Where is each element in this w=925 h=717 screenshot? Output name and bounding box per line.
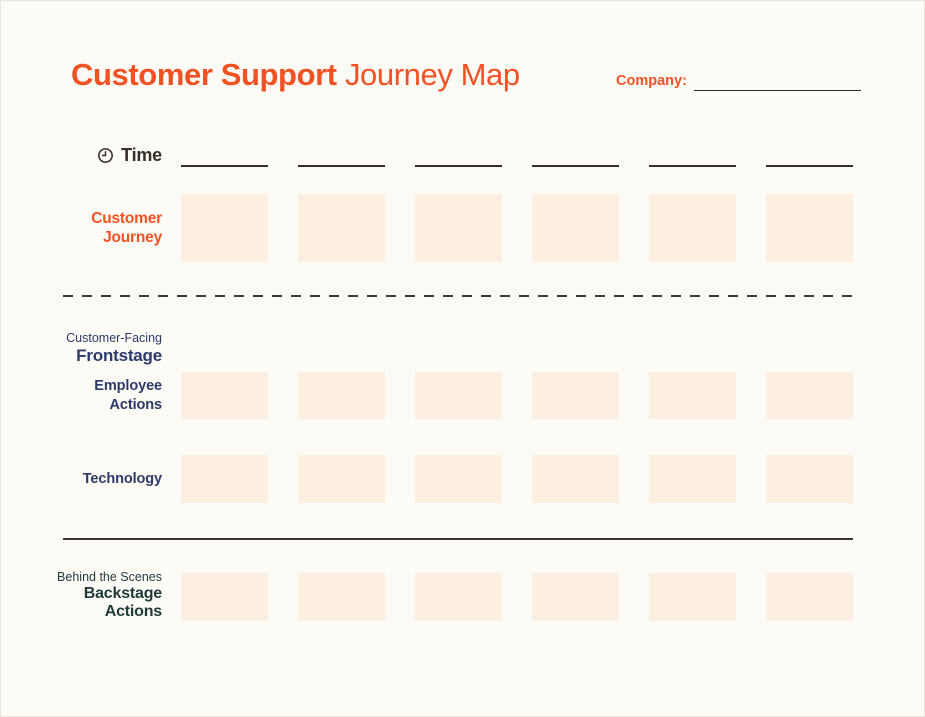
backstage-actions-cells [181,573,853,621]
customer-journey-cell[interactable] [766,194,853,262]
technology-row: Technology [1,455,853,503]
customer-journey-cell[interactable] [415,194,502,262]
backstage-actions-cell[interactable] [766,573,853,621]
backstage-title-line2: Actions [104,603,162,620]
company-field: Company: [616,73,861,91]
customer-journey-cells [181,194,853,262]
time-blank-line[interactable] [298,147,385,167]
time-blank-line[interactable] [649,147,736,167]
frontstage-heading: Customer-Facing Frontstage [1,330,162,366]
time-label: Time [121,145,162,165]
frontstage-divider [63,295,853,297]
backstage-actions-cell[interactable] [415,573,502,621]
page-title: Customer Support Journey Map [71,57,520,93]
backstage-actions-cell[interactable] [298,573,385,621]
time-blank-lines [181,147,853,167]
backstage-heading: Behind the Scenes Backstage Actions [1,570,181,621]
technology-cell[interactable] [649,455,736,503]
backstage-actions-cell[interactable] [649,573,736,621]
company-blank-line[interactable] [693,73,861,91]
employee-actions-cell[interactable] [766,372,853,419]
customer-journey-cell[interactable] [649,194,736,262]
employee-actions-cell[interactable] [649,372,736,419]
time-blank-line[interactable] [766,147,853,167]
backstage-actions-row: Behind the Scenes Backstage Actions [1,570,853,621]
customer-journey-label-line1: Customer [91,210,162,227]
employee-actions-cell[interactable] [298,372,385,419]
technology-cells [181,455,853,503]
backstage-actions-cell[interactable] [181,573,268,621]
clock-icon [98,148,114,163]
customer-journey-cell[interactable] [532,194,619,262]
customer-journey-row: Customer Journey [1,194,853,262]
employee-actions-cell[interactable] [415,372,502,419]
backstage-subtitle: Behind the Scenes [57,570,162,584]
employee-actions-cells [181,372,853,419]
employee-actions-label-line2: Actions [109,396,163,413]
employee-actions-cell[interactable] [181,372,268,419]
technology-cell[interactable] [181,455,268,503]
employee-actions-label-line1: Employee [94,377,162,394]
employee-actions-label: Employee Actions [1,377,181,415]
technology-label: Technology [1,470,181,489]
technology-cell[interactable] [415,455,502,503]
technology-label-text: Technology [82,470,162,487]
customer-journey-label-line2: Journey [103,229,162,246]
time-row: Time [1,145,853,167]
time-row-label: Time [1,145,162,167]
frontstage-subtitle: Customer-Facing [66,331,162,345]
time-blank-line[interactable] [415,147,502,167]
customer-journey-label: Customer Journey [1,209,181,247]
frontstage-title: Frontstage [76,346,162,365]
title-secondary: Journey Map [344,57,520,92]
employee-actions-cell[interactable] [532,372,619,419]
company-label: Company: [616,73,687,89]
employee-actions-row: Employee Actions [1,372,853,419]
time-blank-line[interactable] [181,147,268,167]
backstage-divider [63,538,853,540]
customer-journey-cell[interactable] [181,194,268,262]
technology-cell[interactable] [298,455,385,503]
backstage-title-line1: Backstage [83,585,162,602]
customer-journey-cell[interactable] [298,194,385,262]
title-primary: Customer Support [71,57,337,92]
time-blank-line[interactable] [532,147,619,167]
technology-cell[interactable] [532,455,619,503]
backstage-actions-cell[interactable] [532,573,619,621]
technology-cell[interactable] [766,455,853,503]
